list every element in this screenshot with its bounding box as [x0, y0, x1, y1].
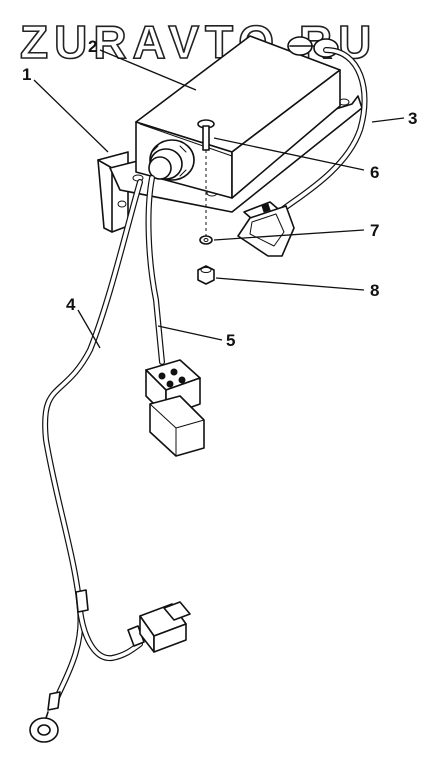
watermark: ZURAVTO.RU — [20, 16, 377, 68]
cable-gland — [148, 139, 195, 181]
small-connector — [127, 601, 191, 653]
callout-2: 2 — [88, 37, 97, 56]
leader-lines — [33, 49, 405, 349]
callout-5: 5 — [226, 331, 235, 350]
control-box — [135, 35, 341, 199]
ring-terminal — [29, 691, 61, 743]
callout-4: 4 — [66, 295, 76, 314]
callout-8: 8 — [370, 281, 379, 300]
callout-1: 1 — [22, 65, 31, 84]
callout-6: 6 — [370, 163, 379, 182]
callout-7: 7 — [370, 221, 379, 240]
cable-3 — [279, 47, 368, 213]
callout-labels: 1 2 3 4 5 6 7 8 — [22, 37, 417, 350]
callout-3: 3 — [408, 109, 417, 128]
cable-5 — [145, 175, 165, 365]
screw — [197, 119, 215, 238]
washer — [199, 235, 213, 245]
loop-connector — [237, 201, 295, 257]
nut — [197, 265, 215, 285]
cable-4 — [42, 179, 143, 703]
rectangular-connector — [145, 359, 205, 457]
